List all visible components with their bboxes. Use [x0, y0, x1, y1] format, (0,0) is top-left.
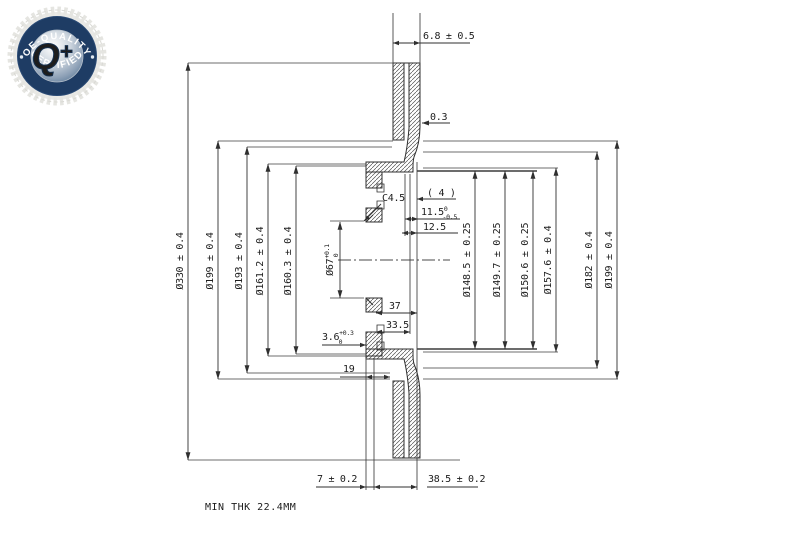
dim-7: 7 ± 0.2 [317, 474, 357, 485]
dim-chamfer-c45: C4.5 [382, 193, 405, 204]
dim-d148-5: Ø148.5 ± 0.25 [461, 223, 473, 298]
badge-q-mark: Q+ [32, 36, 73, 77]
dim-centre-bore: Ø67+0.10 [323, 244, 340, 276]
friction-plate-inboard-bottom-and-hat-wall [365, 348, 421, 459]
friction-plate-outboard-bottom [392, 380, 405, 459]
dim-outer-diameter: Ø330 ± 0.4 [174, 232, 186, 289]
badge-gear-teeth-edge [10, 9, 104, 103]
min-thickness-note: MIN THK 22.4MM [205, 502, 296, 513]
dimension-lines [185, 42, 620, 488]
dim-d199-right: Ø199 ± 0.4 [603, 231, 615, 288]
dim-d193: Ø193 ± 0.4 [233, 232, 245, 289]
dimension-labels: Ø330 ± 0.4 Ø199 ± 0.4 Ø193 ± 0.4 Ø161.2 … [174, 31, 615, 513]
dim-d182: Ø182 ± 0.4 [583, 231, 595, 288]
dim-11-5: 11.50-0.5 [421, 205, 457, 221]
badge-dot-left [19, 55, 24, 59]
badge-sphere [30, 29, 84, 83]
dim-plate-6-8: 6.8 ± 0.5 [423, 31, 475, 42]
extension-lines [188, 13, 618, 490]
dim-d199-left: Ø199 ± 0.4 [204, 232, 216, 289]
friction-plate-outboard-top [392, 62, 405, 141]
dim-33-5: 33.5 [386, 320, 409, 331]
dim-d150-6: Ø150.6 ± 0.25 [519, 223, 531, 298]
dim-d161-2: Ø161.2 ± 0.4 [254, 226, 266, 295]
flange-section-bottom-b [365, 331, 383, 357]
flange-section-top-a [365, 171, 383, 189]
friction-plate-inboard-top-and-hat-wall [365, 62, 421, 173]
bolt-hole-top [376, 183, 385, 210]
dim-12-5: 12.5 [423, 222, 446, 233]
badge-dot-right [90, 55, 95, 59]
dim-d157-6: Ø157.6 ± 0.4 [542, 225, 554, 294]
quality-badge: OE-QUALITY CERTIFIED Q+ [7, 6, 107, 106]
dim-37: 37 [389, 301, 401, 312]
dim-d149-7: Ø149.7 ± 0.25 [491, 223, 503, 298]
arrowheads [360, 40, 429, 490]
dim-38-5: 38.5 ± 0.2 [428, 474, 485, 485]
bolt-hole-bottom [376, 324, 385, 351]
dim-19: 19 [343, 364, 355, 375]
ext-top-vertical [392, 13, 421, 63]
dim-d160-3: Ø160.3 ± 0.4 [282, 226, 294, 295]
dim-runout-0-3: 0.3 [430, 112, 447, 123]
dim-hole-count: ( 4 ) [427, 188, 456, 199]
